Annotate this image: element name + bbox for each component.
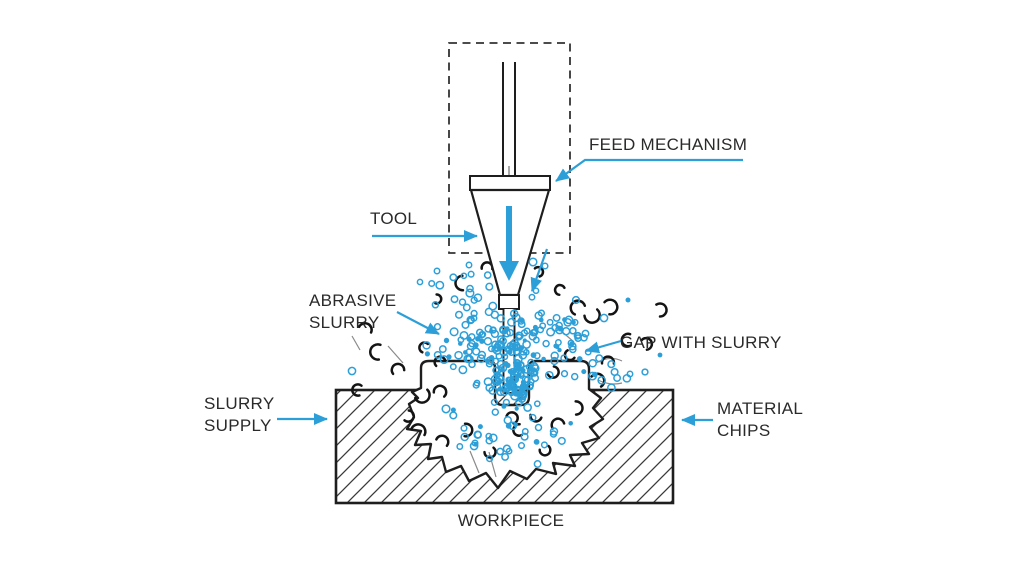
- tool-label: TOOL: [370, 209, 418, 228]
- abrasive-slurry-label: ABRASIVE SLURRY: [309, 290, 396, 334]
- abrasive-slurry-leader-arrow: [396, 311, 440, 335]
- vibration-arrow: [530, 248, 549, 292]
- abrasive-slurry-label-line2: SLURRY: [309, 313, 380, 332]
- transducer-cap: [469, 175, 551, 191]
- feed-mechanism-label: FEED MECHANISM: [589, 135, 748, 154]
- material-chips-label: MATERIAL CHIPS: [717, 398, 803, 442]
- material-chips-label-line1: MATERIAL: [717, 399, 804, 418]
- slurry-supply-label: SLURRY SUPPLY: [204, 393, 274, 437]
- workpiece-label: WORKPIECE: [457, 511, 565, 530]
- gap-with-slurry-label: GAP WITH SLURRY: [620, 333, 782, 352]
- feed-force-arrow: [499, 206, 519, 281]
- gap-with-slurry-leader-arrow: [585, 339, 622, 354]
- spindle-shaft: [502, 62, 516, 176]
- feed-mechanism-leader-arrow: [555, 158, 743, 182]
- abrasive-particles: [347, 257, 663, 468]
- abrasive-slurry-label-line1: ABRASIVE: [309, 291, 397, 310]
- slurry-supply-label-line1: SLURRY: [204, 394, 275, 413]
- tool-collar: [498, 294, 520, 310]
- material-chips-label-line2: CHIPS: [717, 421, 771, 440]
- slurry-supply-label-line2: SUPPLY: [204, 416, 272, 435]
